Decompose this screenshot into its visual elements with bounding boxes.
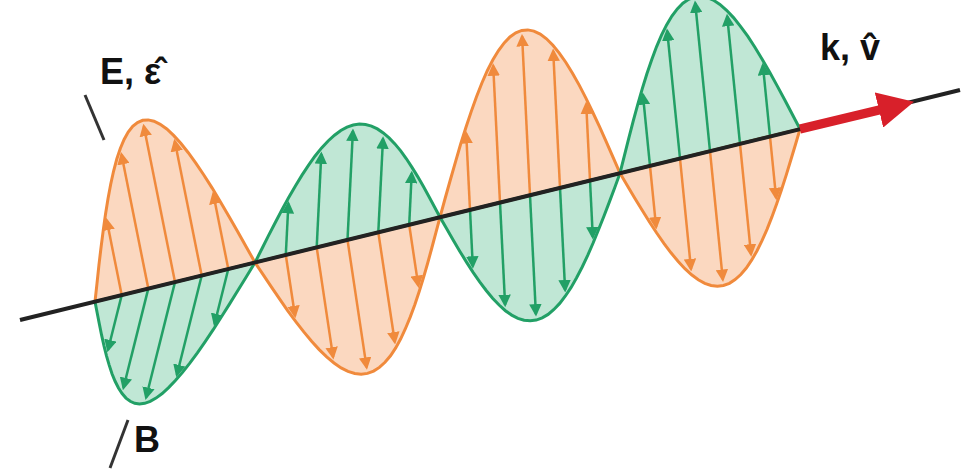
b-field-arrow xyxy=(378,139,383,233)
e-field-arrow xyxy=(107,220,122,295)
b-field-label: B xyxy=(130,420,164,460)
b-field-arrow xyxy=(560,188,565,290)
e-field-arrow xyxy=(144,126,175,282)
e-field-arrow xyxy=(586,104,590,180)
b-field-arrow xyxy=(286,204,289,256)
b-field-arrow xyxy=(177,276,202,375)
propagation-axis xyxy=(20,90,960,320)
b-field-arrow xyxy=(409,173,412,225)
b-field-arrow xyxy=(695,3,710,151)
e-field-arrow xyxy=(553,51,560,188)
b-field-arrow xyxy=(470,210,473,266)
b-field-arrow xyxy=(146,282,175,397)
e-field-arrow xyxy=(740,144,751,254)
e-field-arrow xyxy=(680,159,691,269)
e-field-arrow xyxy=(378,232,395,342)
b-field-arrow xyxy=(500,203,505,305)
b-field-arrow xyxy=(348,131,353,240)
e-field-arrow xyxy=(317,247,333,357)
b-field-arrow xyxy=(108,295,122,350)
e-field-arrow xyxy=(650,166,656,227)
k-vector-label: k, v̂ xyxy=(816,28,884,68)
b-axis xyxy=(110,420,128,468)
b-field-arrow xyxy=(215,269,229,324)
b-field-arrow xyxy=(124,289,149,388)
b-field-arrow xyxy=(643,95,650,166)
b-field-arrow xyxy=(317,154,322,248)
e-field-arrow xyxy=(493,66,500,203)
b-field-arrow xyxy=(530,195,536,314)
e-field-arrow xyxy=(122,154,149,288)
e-field-arrow xyxy=(466,134,470,210)
e-field-label: E, ε̂ xyxy=(96,52,165,92)
e-field-arrow xyxy=(770,137,776,198)
b-field-arrow xyxy=(667,31,680,159)
e-field-arrow xyxy=(409,225,418,286)
e-field-arrow xyxy=(522,36,530,195)
e-field-arrow xyxy=(286,255,295,316)
b-field-arrow xyxy=(590,181,593,238)
e-axis xyxy=(85,95,104,140)
e-field-arrow xyxy=(710,151,723,279)
k-vector-arrow xyxy=(800,105,900,129)
e-field-arrow xyxy=(175,141,202,275)
b-field-arrow xyxy=(727,16,740,144)
b-field-arrow xyxy=(763,65,770,136)
e-field-arrow xyxy=(348,240,367,368)
e-field-arrow xyxy=(213,194,228,269)
